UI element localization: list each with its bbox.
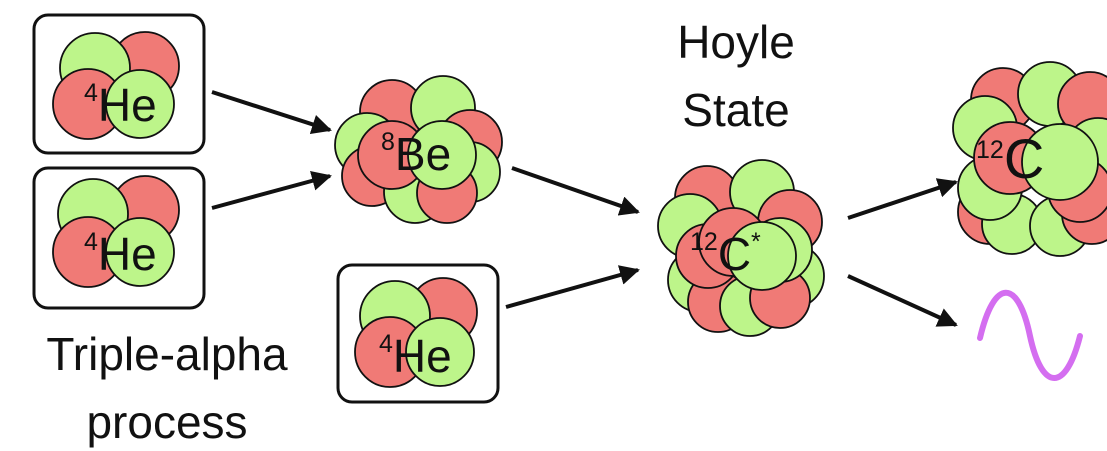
helium-box-frame (32, 166, 206, 310)
neutron-sphere (405, 317, 475, 387)
neutron-sphere (407, 120, 477, 190)
reaction-arrows (211, 90, 958, 327)
arrow-helium2-to-beryllium (211, 171, 332, 210)
helium-box-frame (32, 13, 206, 155)
arrow-helium3-to-hoyle (505, 265, 640, 309)
helium-label: 4He (84, 79, 157, 131)
arrow-helium1-to-beryllium (211, 90, 332, 135)
helium-box-frame (336, 263, 500, 404)
arrow-beryllium-to-hoyle (511, 166, 640, 216)
neutron-sphere (1021, 123, 1099, 201)
excited-carbon-nucleus: 12C* (657, 159, 825, 337)
helium-label: 4He (84, 228, 157, 280)
beryllium-label: 8Be (381, 128, 451, 180)
helium-nucleus-box-3: 4He (336, 263, 500, 404)
helium-nucleus-box-2: 4He (32, 166, 206, 310)
beryllium-nucleus: 8Be (334, 75, 503, 224)
photon-wave-icon (977, 289, 1083, 381)
carbon-label: 12C (976, 127, 1044, 190)
helium-nucleus (354, 277, 478, 388)
arrow-hoyle-to-carbon (847, 178, 958, 220)
helium-nucleus (52, 31, 180, 140)
helium-label: 4He (379, 330, 452, 382)
helium-nucleus-box-1: 4He (32, 13, 206, 155)
neutron-sphere (727, 221, 797, 291)
neutron-sphere (105, 69, 175, 139)
hoyle-label-line2: State (682, 84, 789, 136)
process-label-line2: process (86, 396, 247, 448)
carbon-nucleus: 12C (952, 61, 1107, 257)
process-label-line1: Triple-alpha (46, 328, 288, 380)
hoyle-label-line1: Hoyle (677, 16, 795, 68)
excited-carbon-label: 12C* (690, 228, 761, 280)
arrow-hoyle-to-photon (847, 274, 958, 327)
helium-nucleus (52, 175, 180, 288)
neutron-sphere (105, 217, 175, 287)
